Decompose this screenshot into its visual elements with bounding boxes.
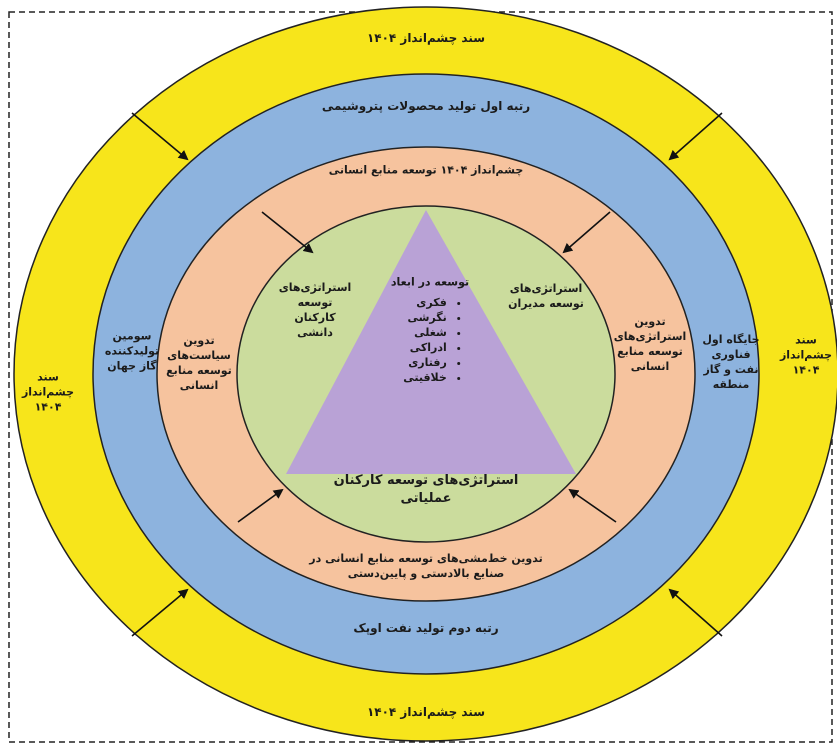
arrow-outer-bottom-right bbox=[668, 588, 723, 637]
arrow-inner-top-right bbox=[562, 211, 611, 254]
dimension-item: نگرشی bbox=[403, 310, 446, 325]
dimension-item: رفتاری bbox=[403, 355, 447, 370]
arrow-inner-bottom-left bbox=[237, 488, 284, 523]
peach-left-label: تدوین سیاست‌های توسعه منابع انسانی bbox=[166, 334, 232, 392]
yellow-left-label: سند چشم‌انداز ۱۴۰۴ bbox=[21, 370, 75, 414]
arrow-outer-bottom-left bbox=[131, 588, 189, 637]
peach-bottom-label: تدوین خط‌مشی‌های توسعه منابع انسانی در ص… bbox=[309, 552, 543, 580]
arrow-inner-bottom-right bbox=[568, 488, 617, 523]
dimension-item: ادراکی bbox=[403, 340, 447, 355]
blue-bottom-label: رتبه دوم تولید نفت اوپک bbox=[353, 621, 499, 635]
dimension-item: خلاقیتی bbox=[403, 370, 447, 385]
green-bottom-label: استراتژی‌های توسعه کارکنان عملیاتی bbox=[333, 473, 519, 506]
dimension-item: شغلی bbox=[403, 325, 447, 340]
blue-top-label: رتبه اول تولید محصولات پتروشیمی bbox=[321, 99, 531, 113]
triangle-heading: توسعه در ابعاد bbox=[390, 275, 470, 289]
development-triangle bbox=[286, 210, 576, 474]
yellow-top-label: سند چشم‌انداز ۱۴۰۴ bbox=[366, 31, 486, 45]
yellow-bottom-label: سند چشم‌انداز ۱۴۰۴ bbox=[366, 705, 486, 719]
green-top-right-label: استراتژی‌های توسعه مدیران bbox=[508, 282, 584, 310]
green-top-left-label: استراتژی‌های توسعه کارکنان دانشی bbox=[278, 281, 352, 339]
arrow-outer-top-left bbox=[131, 112, 189, 161]
arrow-outer-top-right bbox=[668, 112, 723, 161]
dimension-item: فکری bbox=[403, 295, 447, 310]
yellow-right-label: سند چشم‌انداز ۱۴۰۴ bbox=[779, 333, 833, 377]
arrow-inner-top-left bbox=[261, 211, 314, 254]
triangle-dimension-list: فکری نگرشی شغلی ادراکی رفتاری خلاقیتی bbox=[403, 295, 461, 385]
blue-right-label: جایگاه اول فناوری نفت و گاز منطقه bbox=[702, 333, 760, 391]
peach-right-label: تدوین استراتژی‌های توسعه منابع انسانی bbox=[613, 315, 687, 373]
blue-left-label: سومین تولیدکننده گاز جهان bbox=[104, 329, 160, 373]
peach-top-label: چشم‌انداز ۱۴۰۴ توسعه منابع انسانی bbox=[328, 163, 524, 177]
